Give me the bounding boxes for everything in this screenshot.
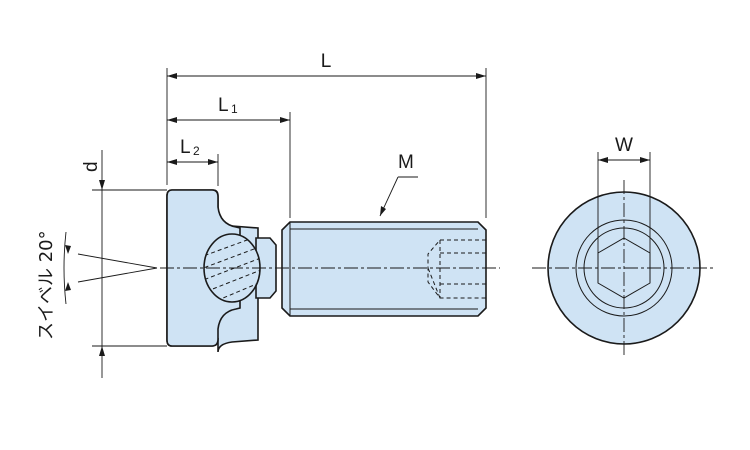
- label-L2: L: [180, 137, 191, 158]
- dimension-W: W: [597, 135, 651, 253]
- ball-thread-hatch: [204, 235, 260, 302]
- dimension-M: M: [379, 152, 418, 217]
- dimension-L: L: [166, 51, 487, 218]
- dimension-swivel: スイベル 20°: [36, 230, 158, 340]
- label-M: M: [398, 152, 414, 173]
- label-swivel: スイベル 20°: [36, 230, 57, 340]
- hex-socket-hidden: [427, 239, 486, 299]
- label-L1: L: [218, 95, 229, 116]
- label-L2-sub: 2: [193, 144, 200, 158]
- label-L1-sub: 1: [231, 102, 238, 116]
- threaded-body: [281, 221, 487, 317]
- end-view: [532, 180, 716, 356]
- label-W: W: [615, 135, 633, 156]
- dimension-d: d: [81, 150, 167, 378]
- dimension-L1: L 1: [167, 95, 291, 218]
- side-view: [160, 189, 500, 353]
- label-L: L: [321, 51, 332, 72]
- dimension-L2: L 2: [167, 137, 219, 186]
- label-d: d: [81, 161, 102, 172]
